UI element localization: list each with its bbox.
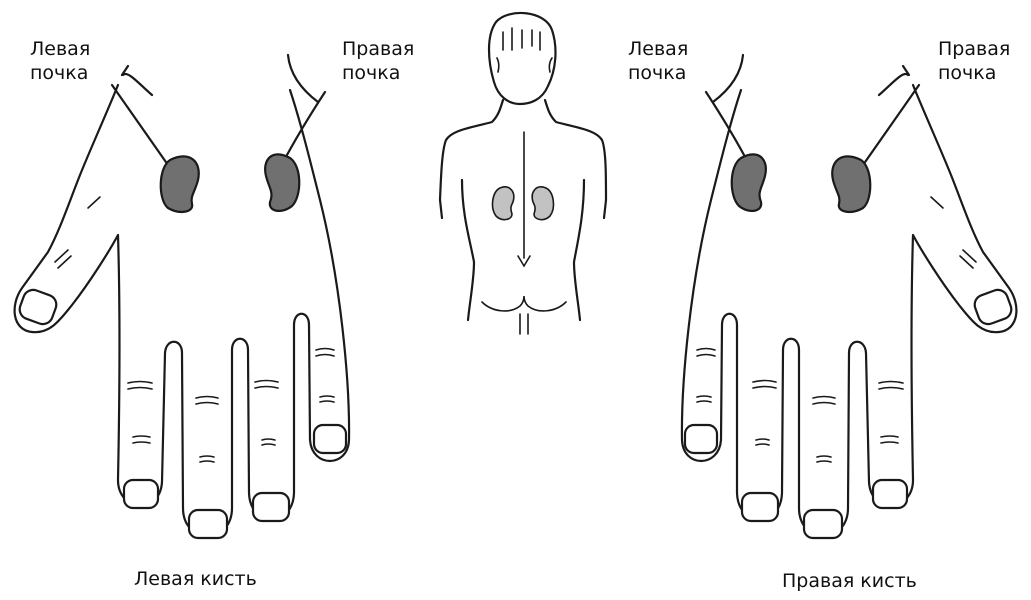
right-hand-caption: Правая кисть xyxy=(782,570,917,592)
human-back-figure xyxy=(440,13,606,334)
right-hand-outline-icon xyxy=(682,85,1016,536)
nail xyxy=(314,425,346,453)
left-hand-illustration xyxy=(15,55,349,538)
left-hand-caption: Левая кисть xyxy=(134,568,257,590)
right-hand-right-kidney-label: Правая почка xyxy=(938,37,1010,85)
head-icon xyxy=(489,13,555,104)
right-hand-left-kidney-label: Левая почка xyxy=(628,37,688,85)
right-hand-kidney-icon xyxy=(832,156,870,212)
body-right-kidney-icon xyxy=(532,187,553,220)
right-hand-kidney-icon xyxy=(732,154,766,211)
thumb-nail xyxy=(17,287,59,327)
left-hand-outline-icon xyxy=(15,85,349,536)
nail xyxy=(189,510,227,538)
left-hand-left-kidney-label: Левая почка xyxy=(30,37,90,85)
right-hand-illustration xyxy=(682,55,1016,538)
left-hand-right-kidney-label: Правая почка xyxy=(342,37,414,85)
left-kidney-icon xyxy=(161,156,199,212)
right-kidney-icon xyxy=(265,154,299,211)
nail xyxy=(253,493,289,521)
nail xyxy=(124,480,158,508)
body-left-kidney-icon xyxy=(493,187,514,220)
